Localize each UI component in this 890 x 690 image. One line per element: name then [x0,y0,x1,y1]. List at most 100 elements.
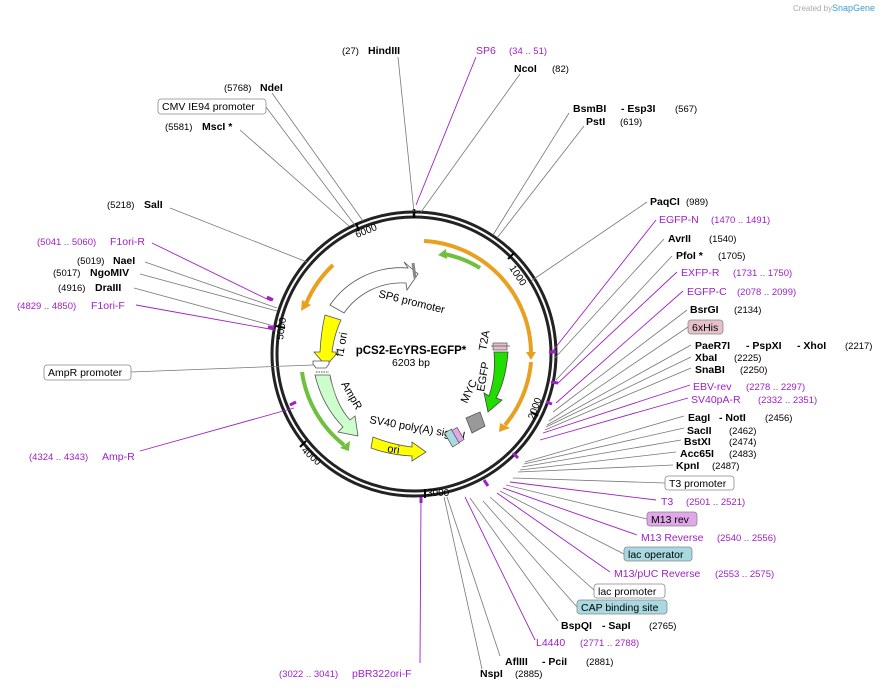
top-labels: (27) HindIII SP6 (34 .. 51) NcoI (82) (5… [157,45,697,239]
kpni-name: KpnI [676,460,699,472]
sp6-promoter-arrow: SP6 promoter [329,261,446,316]
egfp-label: EGFP [475,361,492,393]
ring-site-marks [266,295,559,503]
amp-r-name: Amp-R [102,451,135,463]
t3-promoter-box [664,475,735,491]
kpni-pos: (2487) [712,461,739,472]
cap-binding-box [576,599,668,615]
sv40pa-r-name: SV40pA-R [691,394,741,406]
msci-name: MscI * [202,121,233,133]
tick-marks [275,209,539,498]
f1-ori-arrow: f1 ori [313,314,350,367]
lac-promoter-label: lac promoter [598,586,657,598]
sapi-name: - SapI [602,620,631,632]
sali-name: SalI [144,199,163,211]
ori-arrow: ori [370,436,427,462]
orange-arc-top [423,239,534,355]
f1-ori-label: f1 ori [334,331,350,357]
sali-pos: (5218) [107,200,134,211]
eagi-pos: (2456) [765,413,792,424]
sv40-features [444,411,486,448]
sp6-primer-pos: (34 .. 51) [509,46,547,57]
egfp-n-pos: (1470 .. 1491) [711,215,770,226]
orange-arrowhead-1 [526,352,536,360]
pcii-name: - PciI [542,656,567,668]
xbai-pos: (2225) [734,353,761,364]
ampr-promoter-label: AmpR promoter [48,367,123,379]
amp-r-pos: (4324 .. 4343) [29,452,88,463]
t3-primer-name: T3 [661,496,673,508]
bstxi-pos: (2474) [729,437,756,448]
hindiii-name: HindIII [368,45,400,57]
tick-4000: 4000 [299,445,323,468]
tick-5000: 5000 [275,316,289,340]
right-labels: PaqCI (989) EGFP-N (1470 .. 1491) AvrII … [279,196,872,680]
plasmid-name: pCS2-EcYRS-EGFP* [356,345,467,357]
paer7i-pos: (2217) [845,341,872,352]
esp3i-name: - Esp3I [621,103,656,115]
pbr322ori-f-pos: (3022 .. 3041) [279,669,338,680]
bstxi-name: BstXI [684,436,711,448]
sp6-primer-name: SP6 [476,45,496,57]
afliii-pos: (2881) [586,657,613,668]
ncoi-name: NcoI [514,63,537,75]
egfp-arrow: EGFP MYC [459,351,509,413]
ndei-name: NdeI [260,82,283,94]
feature-arcs [300,239,536,451]
bsmbi-name: BsmBI [573,103,606,115]
orange-arrowhead-3 [301,300,311,311]
bsrgi-pos: (2134) [734,305,761,316]
orange-arc-left [304,263,335,305]
naei-name: NaeI [113,255,135,267]
6xhis-box [687,319,724,335]
egfp-c-name: EGFP-C [687,286,727,298]
pspxi-name: - PspXI [746,340,782,352]
draiii-pos: (4916) [58,283,85,294]
nspi-name: NspI [480,668,503,680]
t3-promoter-label: T3 promoter [669,478,727,490]
ori-label: ori [387,443,401,457]
sp6-promoter-label: SP6 promoter [377,288,446,316]
f1ori-f-pos: (4829 .. 4850) [17,301,76,312]
ebv-rev-pos: (2278 .. 2297) [746,382,805,393]
ampr-promoter-marker [312,360,330,373]
cmv-promoter-label: CMV IE94 promoter [162,101,255,113]
psti-name: PstI [586,116,605,128]
exfp-r-pos: (1731 .. 1750) [733,268,792,279]
ncoi-pos: (82) [552,64,569,75]
pfoi-pos: (1705) [718,251,745,262]
watermark-text: Created by [793,4,832,13]
ampr-label: AmpR [338,380,364,413]
m13-puc-reverse-name: M13/pUC Reverse [614,568,701,580]
m13-rev-label: M13 rev [651,514,690,526]
noti-name: - NotI [719,412,746,424]
lac-operator-label: lac operator [628,549,684,561]
f1ori-r-pos: (5041 .. 5060) [37,237,96,248]
pbr322ori-f-name: pBR322ori-F [352,668,412,680]
draiii-name: DraIII [95,282,121,294]
afliii-name: AflIII [505,656,528,668]
lac-operator-box [623,546,693,562]
ebv-rev-name: EBV-rev [693,381,732,393]
cap-binding-label: CAP binding site [581,602,659,614]
xhoi-name: - XhoI [797,340,826,352]
paqci-pos: (989) [686,197,708,208]
bsrgi-name: BsrGI [690,304,719,316]
sacii-name: SacII [687,425,712,437]
paer7i-name: PaeR7I [695,340,730,352]
snapgene-logo: SnapGene [832,3,875,13]
lac-promoter-box [593,583,666,599]
psti-pos: (619) [620,117,642,128]
f1ori-f-name: F1ori-F [91,300,125,312]
nspi-pos: (2885) [515,669,542,680]
ndei-pos: (5768) [224,83,251,94]
snabi-pos: (2250) [740,365,767,376]
m13-reverse-pos: (2540 .. 2556) [717,533,776,544]
t3-primer-pos: (2501 .. 2521) [686,497,745,508]
6xhis-label: 6xHis [692,322,718,334]
egfp-c-pos: (2078 .. 2099) [737,287,796,298]
green-arc-left [300,371,346,447]
bsmbi-pos: (567) [675,104,697,115]
m13-puc-reverse-pos: (2553 .. 2575) [715,569,774,580]
ngomiv-pos: (5017) [53,268,80,279]
